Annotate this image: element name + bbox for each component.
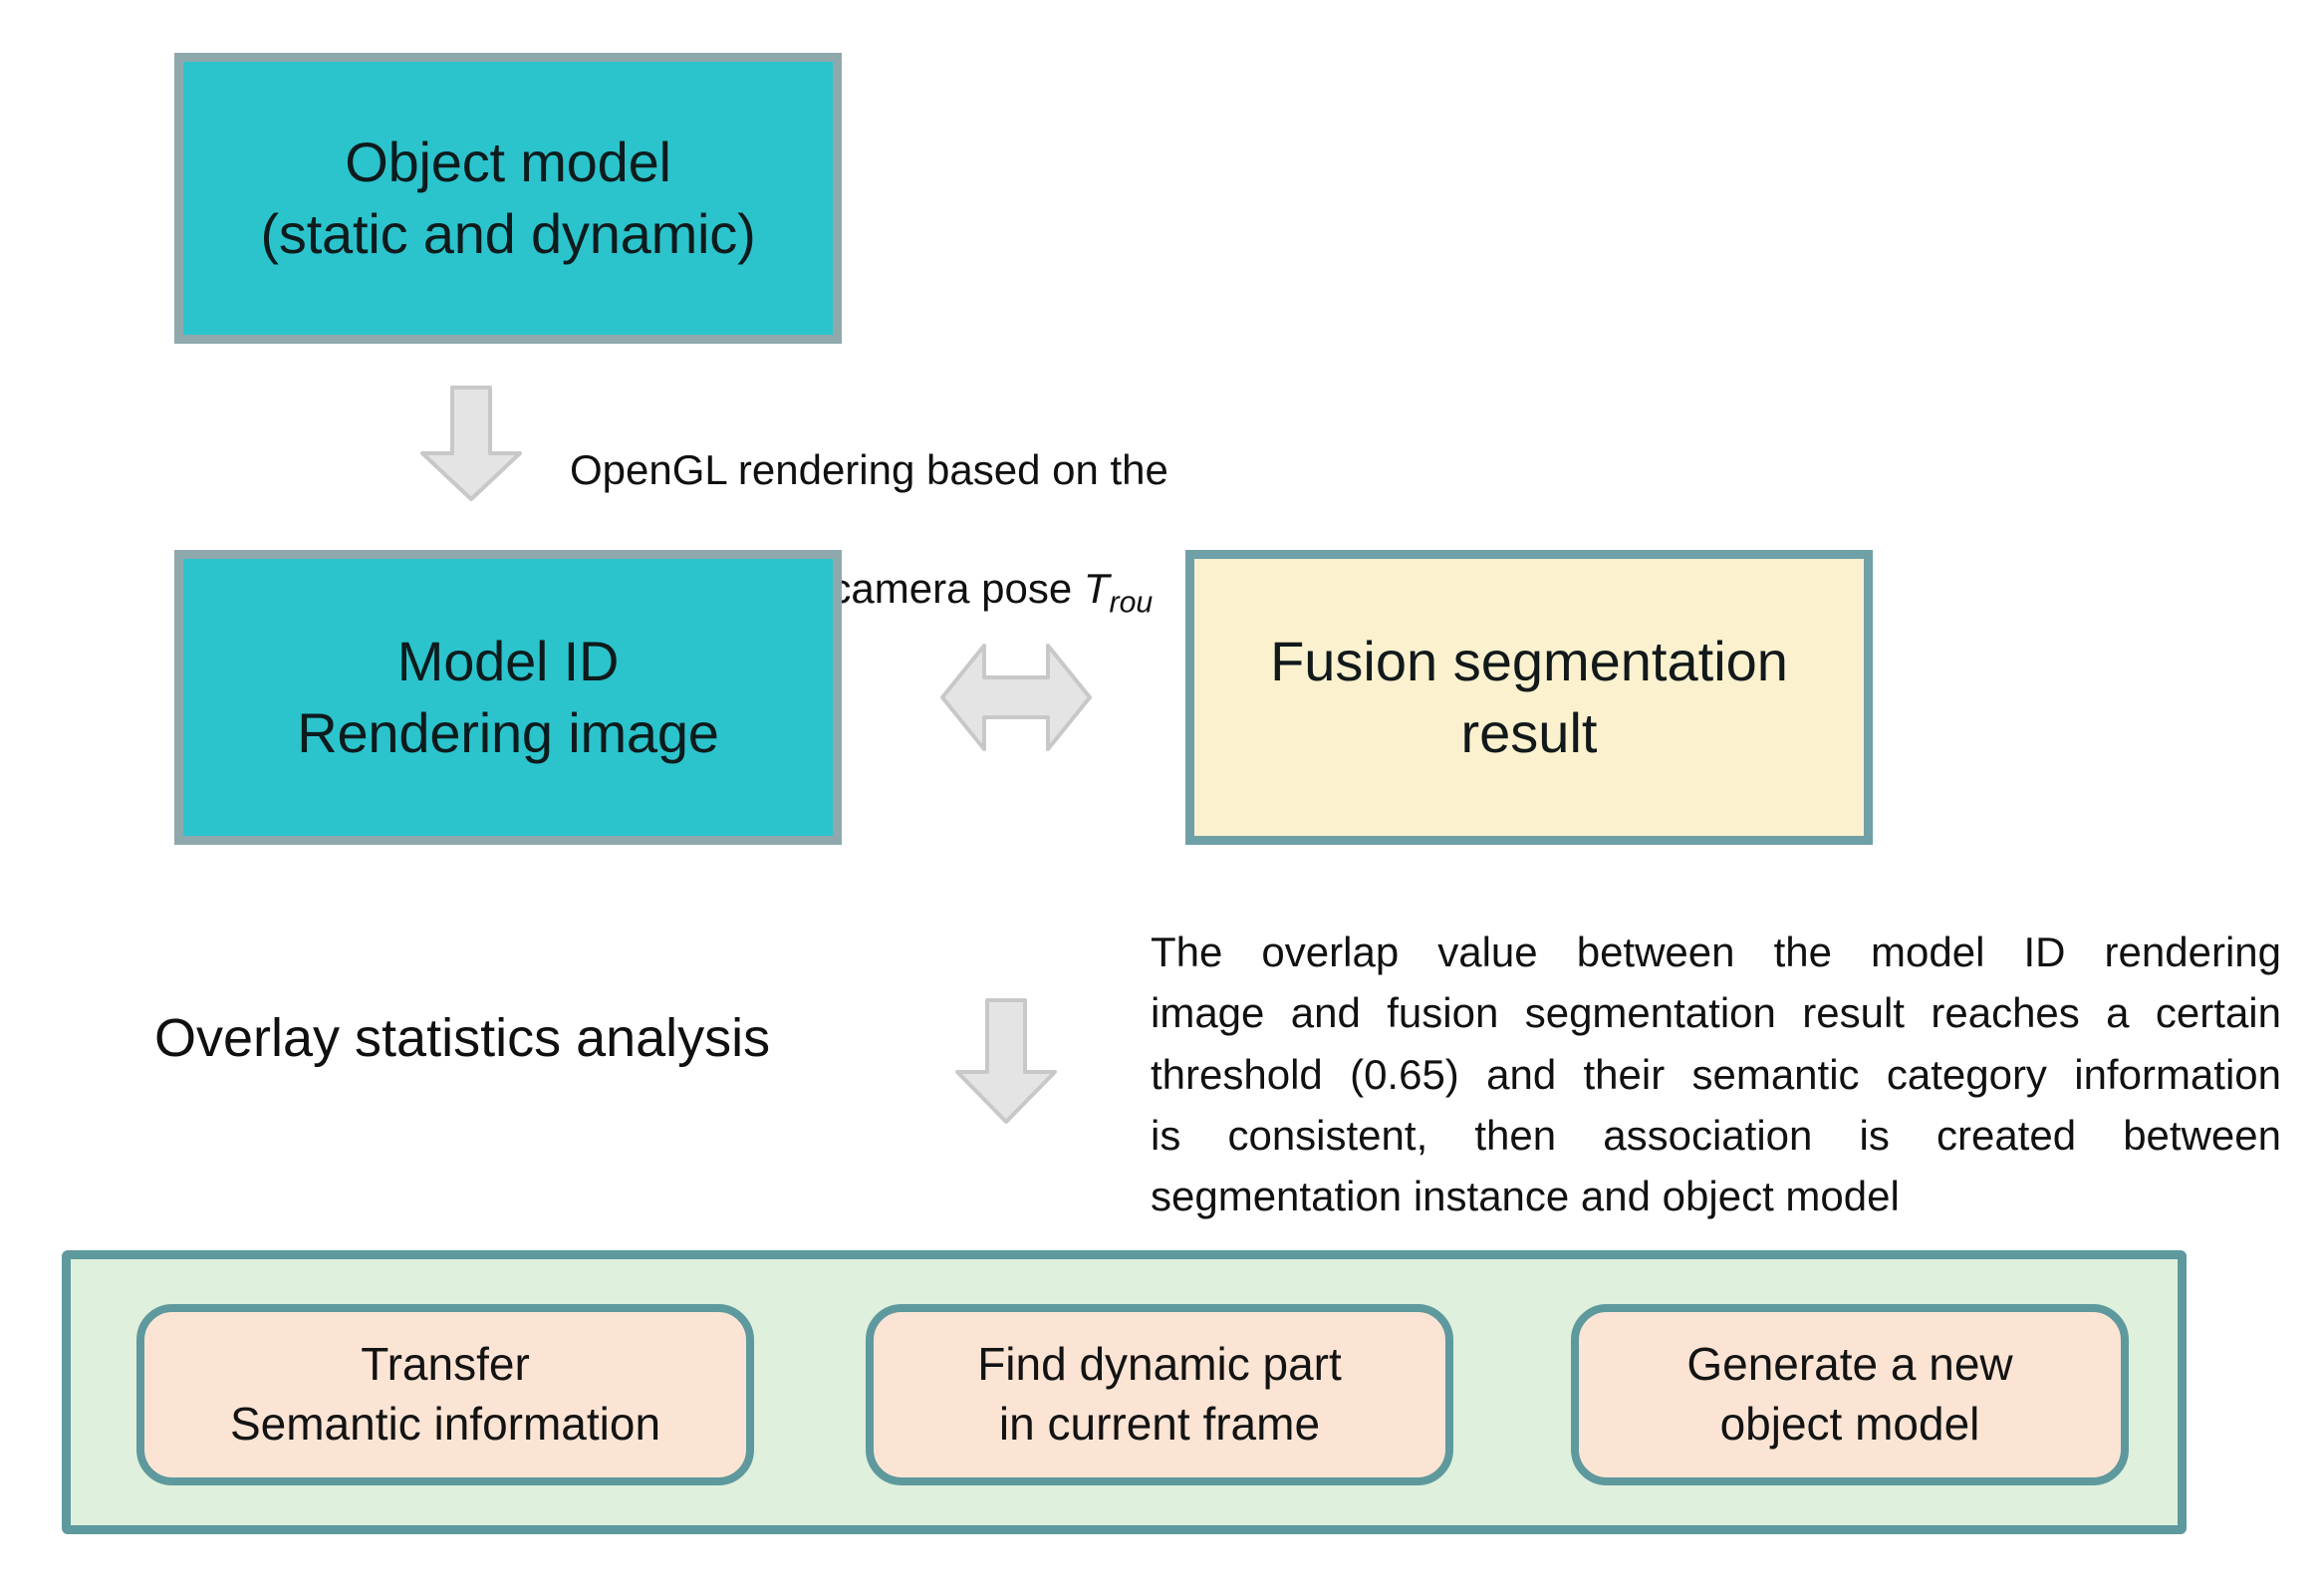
node-object-model-line1: Object model: [345, 131, 671, 194]
node-object-model-line2: (static and dynamic): [260, 202, 756, 265]
output-box-generate-new-object-model[interactable]: Generate a new object model: [1571, 1304, 2129, 1485]
output-box-2-line1: Find dynamic part: [977, 1338, 1342, 1391]
output-box-3-text: Generate a new object model: [1686, 1335, 2012, 1455]
arrow-down-icon-svg: [420, 386, 522, 501]
arrow-down-icon-2: [951, 996, 1061, 1126]
association-rule-line4: is consistent, then association is creat…: [1151, 1111, 2281, 1159]
pose-symbol: Trou: [1083, 564, 1153, 619]
node-fusion-segmentation-line2: result: [1460, 701, 1598, 764]
output-box-2-line2: in current frame: [998, 1398, 1321, 1450]
arrow-down-icon: [416, 384, 526, 503]
arrow-left-right-icon: [936, 638, 1096, 757]
node-model-id-text: Model ID Rendering image: [297, 626, 719, 768]
node-fusion-segmentation-line1: Fusion segmentation: [1270, 630, 1788, 693]
node-object-model[interactable]: Object model (static and dynamic): [174, 53, 842, 344]
output-box-2-text: Find dynamic part in current frame: [977, 1335, 1342, 1455]
pose-symbol-base: T: [1083, 564, 1110, 612]
output-box-1-text: Transfer Semantic information: [230, 1335, 660, 1455]
node-model-id-rendering-image[interactable]: Model ID Rendering image: [174, 550, 842, 845]
output-box-find-dynamic-part[interactable]: Find dynamic part in current frame: [866, 1304, 1453, 1485]
association-rule-paragraph: The overlap value between the model ID r…: [1151, 922, 2281, 1227]
outputs-container: Transfer Semantic information Find dynam…: [62, 1250, 2187, 1534]
output-box-1-line1: Transfer: [361, 1338, 530, 1391]
node-fusion-segmentation-text: Fusion segmentation result: [1270, 626, 1788, 768]
overlay-statistics-analysis-label: Overlay statistics analysis: [154, 1006, 770, 1071]
edge-caption-line1: OpenGL rendering based on the: [570, 445, 1168, 493]
output-box-transfer-semantic-information[interactable]: Transfer Semantic information: [136, 1304, 754, 1485]
pose-symbol-subscript: rou: [1109, 586, 1154, 620]
association-rule-line5: segmentation instance and object model: [1151, 1173, 1900, 1220]
association-rule-line1: The overlap value between the model ID r…: [1151, 929, 2281, 975]
node-model-id-line1: Model ID: [396, 630, 620, 693]
output-box-3-line1: Generate a new: [1686, 1338, 2013, 1391]
output-box-3-line2: object model: [1719, 1398, 1980, 1450]
node-model-id-line2: Rendering image: [297, 701, 719, 764]
overlay-statistics-analysis-text: Overlay statistics analysis: [154, 1008, 771, 1068]
node-object-model-text: Object model (static and dynamic): [260, 127, 755, 269]
node-fusion-segmentation-result[interactable]: Fusion segmentation result: [1185, 550, 1873, 845]
arrow-left-right-icon-svg: [940, 644, 1092, 751]
arrow-down-icon-2-svg: [955, 998, 1057, 1124]
output-box-1-line2: Semantic information: [229, 1398, 661, 1450]
association-rule-line3: threshold (0.65) and their semantic cate…: [1151, 1050, 2281, 1098]
association-rule-line2: image and fusion segmentation result rea…: [1151, 989, 2281, 1037]
